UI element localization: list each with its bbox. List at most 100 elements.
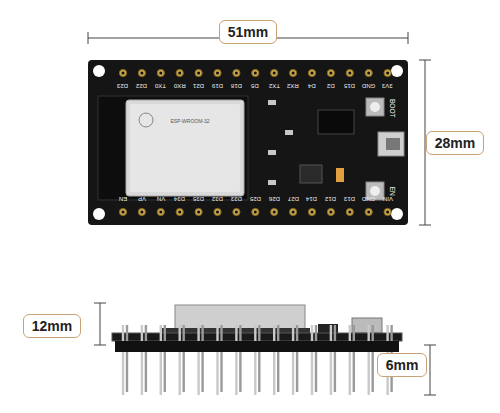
pin-hole-center [178, 72, 181, 75]
header-pin [296, 325, 298, 392]
header-pin [126, 325, 128, 392]
pin-hole [271, 69, 278, 76]
dimension-label: 12mm [23, 314, 81, 338]
dimension-label: 28mm [426, 131, 484, 155]
pin-hole [384, 208, 391, 215]
pin-hole-center [329, 72, 332, 75]
header-pin [277, 325, 279, 392]
pin-name: VP [138, 196, 146, 202]
pin-hole-center [254, 72, 257, 75]
pin-hole [327, 208, 334, 215]
pin-name: D12 [325, 196, 336, 202]
pin-name: TX2 [269, 83, 280, 89]
pin-name: D22 [136, 83, 147, 89]
header-pin [216, 325, 218, 395]
pin-hole [233, 69, 240, 76]
pin-name: D13 [344, 196, 355, 202]
pin-name: VIN [383, 196, 393, 202]
pin-name: D26 [269, 196, 280, 202]
pin-hole [214, 208, 221, 215]
pin-hole [252, 208, 259, 215]
pin-name: D14 [306, 196, 317, 202]
header-pin [273, 325, 275, 395]
header-pin [315, 325, 317, 392]
pin-hole-center [122, 211, 125, 214]
pin-hole [119, 69, 126, 76]
header-pin [258, 325, 260, 392]
pin-hole [327, 69, 334, 76]
pin-name: GND [362, 196, 375, 202]
pin-hole-center [386, 211, 389, 214]
header-pin [197, 325, 199, 395]
pin-hole-center [159, 72, 162, 75]
pin-hole-center [311, 211, 314, 214]
dimension-label: 51mm [219, 20, 277, 44]
pin-hole-center [216, 72, 219, 75]
header-pin [201, 325, 203, 392]
header-pin [372, 325, 374, 392]
pin-name: RX0 [174, 83, 186, 89]
pin-hole-center [386, 72, 389, 75]
dimension-label: 6mm [377, 353, 428, 377]
header-pin [292, 325, 294, 395]
pin-hole-center [197, 211, 200, 214]
header-pin [122, 325, 124, 395]
pin-hole [346, 69, 353, 76]
header-pin [368, 325, 370, 395]
pin-name: 3V3 [382, 83, 393, 89]
header-pin [311, 325, 313, 395]
pin-hole [195, 208, 202, 215]
pin-hole-center [159, 211, 162, 214]
pin-name: D15 [344, 83, 355, 89]
pin-name: RX2 [287, 83, 299, 89]
pin-hole [233, 208, 240, 215]
pin-hole [195, 69, 202, 76]
pin-hole-center [235, 211, 238, 214]
pin-hole [365, 208, 372, 215]
header-pin [160, 325, 162, 395]
pin-name: D25 [250, 196, 261, 202]
pin-hole-center [292, 211, 295, 214]
pin-hole [308, 208, 315, 215]
pin-name: EN [119, 196, 127, 202]
pin-hole [346, 208, 353, 215]
pin-hole-center [311, 72, 314, 75]
header-pin [183, 325, 185, 392]
header-pin [220, 325, 222, 392]
header-pin [235, 325, 237, 395]
pin-hole-center [367, 72, 370, 75]
pin-hole-center [292, 72, 295, 75]
pin-name: D33 [231, 196, 242, 202]
pin-hole [157, 69, 164, 76]
header-pin [179, 325, 181, 395]
pin-hole-center [178, 211, 181, 214]
pin-hole-center [348, 211, 351, 214]
pin-hole-center [273, 211, 276, 214]
pin-hole-center [348, 72, 351, 75]
header-pin [353, 325, 355, 392]
pin-hole-center [273, 72, 276, 75]
pin-hole-center [140, 72, 143, 75]
pin-hole [252, 69, 259, 76]
pin-name: D21 [193, 83, 204, 89]
pin-name: D4 [308, 83, 316, 89]
pin-hole [138, 69, 145, 76]
pin-name: D18 [231, 83, 242, 89]
pin-name: D34 [174, 196, 185, 202]
pin-hole-center [140, 211, 143, 214]
header-pin [349, 325, 351, 395]
pin-name: D35 [193, 196, 204, 202]
pin-name: D23 [117, 83, 128, 89]
pin-name: D19 [212, 83, 223, 89]
pin-hole [176, 69, 183, 76]
header-pin [141, 325, 143, 395]
header-pin [239, 325, 241, 392]
pin-hole [384, 69, 391, 76]
header-pin [334, 325, 336, 392]
button-label: EN [389, 186, 396, 195]
header-pin [254, 325, 256, 395]
pin-hole [290, 208, 297, 215]
pin-hole [138, 208, 145, 215]
pin-name: TX0 [155, 83, 166, 89]
